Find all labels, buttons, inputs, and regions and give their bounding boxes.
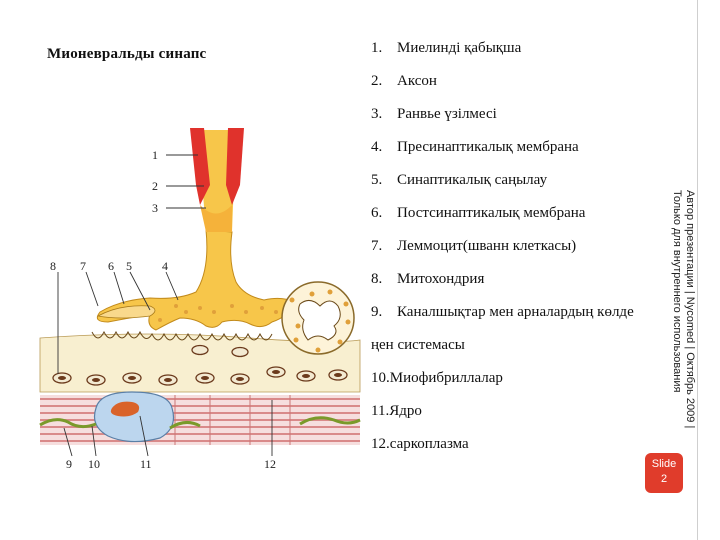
legend-num: 4. [371, 139, 383, 155]
sarcoplasm-nuclei-cores [58, 370, 342, 382]
legend-item: 9. Каналшықтар мен арналардың көлде [371, 304, 634, 321]
legend-item: 10.Миофибриллалар [371, 370, 503, 387]
slide-badge-label: Slide [651, 458, 677, 470]
legend-num: 12. [371, 436, 390, 452]
diagram-label-5: 5 [126, 259, 132, 273]
slide-badge[interactable]: Slide 2 [645, 453, 683, 493]
legend-item: 12.саркоплазма [371, 436, 469, 453]
legend-num: 10. [371, 370, 390, 386]
legend-num: 9. [371, 304, 383, 320]
diagram-label-7: 7 [80, 259, 86, 273]
diagram-label-4: 4 [162, 259, 168, 273]
legend-num: 3. [371, 106, 383, 122]
magnified-folds [298, 300, 341, 341]
green-fiber [299, 416, 361, 426]
myofibril-stripes [174, 395, 291, 445]
vesicles [158, 304, 278, 322]
legend-item: 2. Аксон [371, 73, 437, 90]
legend-text: Аксон [397, 73, 437, 89]
legend-num: 11. [371, 403, 390, 419]
legend-num: 2. [371, 73, 383, 89]
legend-item: 6. Постсинаптикалық мембрана [371, 205, 585, 222]
legend-text: Каналшықтар мен арналардың көлде [397, 304, 634, 320]
sarcoplasm-nuclei [52, 344, 348, 386]
diagram-label-6: 6 [108, 259, 114, 273]
legend-item: 4. Пресинаптикалық мембрана [371, 139, 579, 156]
diagram-label-3: 3 [152, 201, 158, 215]
legend-text: Ядро [389, 403, 422, 419]
diagram-label-9: 9 [66, 457, 72, 471]
ranvier-node [200, 205, 232, 232]
myelin-sheath [190, 128, 210, 205]
frame-line [697, 0, 698, 540]
legend-num: 8. [371, 271, 383, 287]
page-title: Мионевральды синапс [47, 46, 207, 62]
myelin-sheath [226, 128, 244, 205]
legend-text: Синаптикалық саңылау [397, 172, 548, 188]
postsynaptic-membrane [91, 330, 273, 341]
muscle-nucleus [93, 391, 175, 443]
legend-item: 3. Ранвье үзілмесі [371, 106, 497, 123]
green-fiber [39, 418, 97, 429]
legend-item: 7. Леммоцит(шванн клеткасы) [371, 238, 576, 255]
legend-num: 6. [371, 205, 383, 221]
legend-text: Миофибриллалар [389, 370, 503, 386]
axon [198, 130, 236, 232]
legend-text: Пресинаптикалық мембрана [397, 139, 579, 155]
legend-item: 11.Ядро [371, 403, 422, 420]
diagram-label-8: 8 [50, 259, 56, 273]
legend-text: саркоплазма [389, 436, 469, 452]
slide-badge-number: 2 [660, 473, 668, 485]
magnified-vesicles [289, 289, 351, 353]
legend-continuation: ңен системасы [371, 337, 465, 353]
legend-text: Митохондрия [397, 271, 485, 287]
diagram-label-1: 1 [152, 148, 158, 162]
legend-text: Ранвье үзілмесі [397, 106, 497, 122]
leader-lines [57, 154, 273, 457]
axon-terminal [96, 229, 295, 331]
green-fiber [169, 421, 201, 430]
nucleus-core [110, 401, 140, 417]
legend-item: 8. Митохондрия [371, 271, 484, 288]
diagram-label-12: 12 [264, 457, 276, 471]
legend-item: 5. Синаптикалық саңылау [371, 172, 547, 189]
legend-num: 5. [371, 172, 383, 188]
legend-num: 1. [371, 40, 383, 56]
legend-text: Миелинді қабықша [397, 40, 522, 56]
legend-num: 7. [371, 238, 383, 254]
diagram-label-2: 2 [152, 179, 158, 193]
schwann-cell [96, 305, 156, 319]
legend-item: 1. Миелинді қабықша [371, 40, 521, 57]
legend-text: Леммоцит(шванн клеткасы) [397, 238, 577, 254]
legend-text: Постсинаптикалық мембрана [397, 205, 586, 221]
diagram-label-11: 11 [140, 457, 152, 471]
diagram-label-10: 10 [88, 457, 100, 471]
